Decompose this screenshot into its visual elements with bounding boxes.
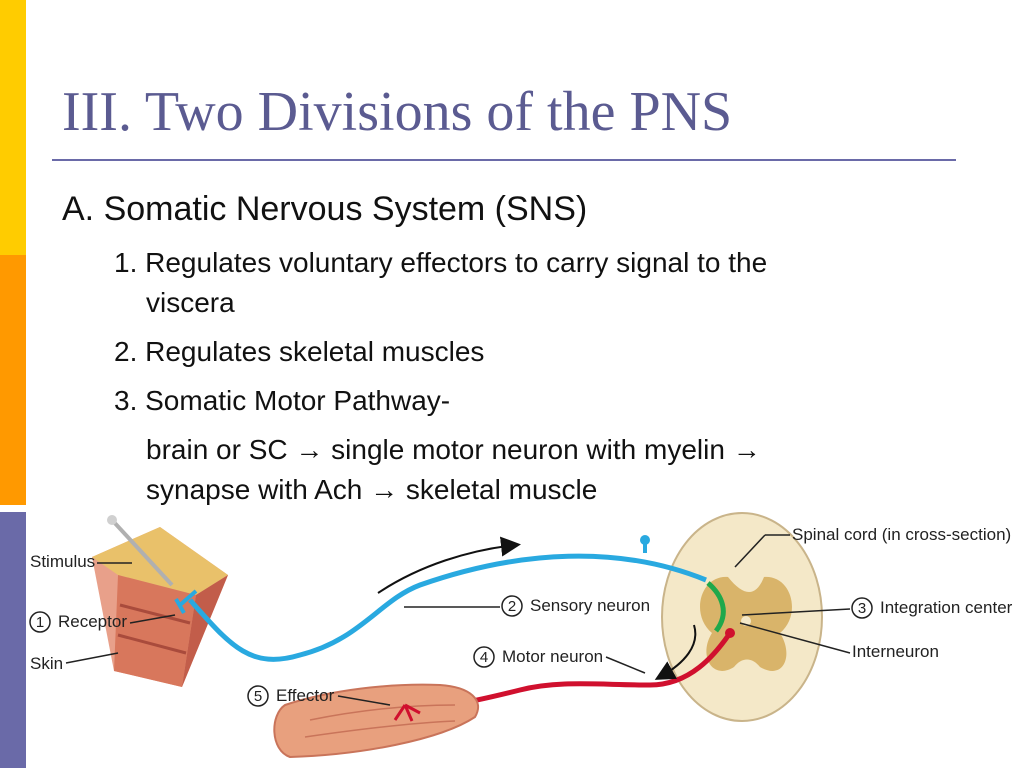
number-integration: 3 [858, 600, 866, 617]
heading-somatic: A. Somatic Nervous System (SNS) [62, 190, 588, 228]
label-receptor: Receptor [58, 612, 127, 631]
accent-bar-purple [0, 512, 26, 768]
label-motor-neuron: Motor neuron [502, 647, 603, 666]
number-circle-motor [473, 646, 495, 668]
receptor-endings [174, 589, 198, 614]
number-effector: 5 [254, 688, 262, 705]
interneuron-path [706, 581, 726, 633]
label-sensory-neuron: Sensory neuron [530, 596, 650, 615]
number-circle-effector [247, 685, 269, 707]
sensory-cell-body [640, 535, 650, 545]
number-sensory: 2 [508, 598, 516, 615]
skin-block [92, 527, 228, 687]
sensory-neuron-path [188, 553, 707, 662]
stimulus-pin-head [107, 515, 117, 525]
leader-lines [65, 534, 851, 706]
sensory-direction-arrow [377, 536, 521, 594]
spinal-cord-section [661, 512, 823, 722]
stimulus-pin [110, 518, 174, 587]
bullet-3: 3. Somatic Motor Pathway- [114, 385, 451, 416]
number-circle-receptor [29, 611, 51, 633]
bullet-2: 2. Regulates skeletal muscles [114, 336, 485, 367]
slide-title: III. Two Divisions of the PNS [62, 81, 733, 143]
title-divider [52, 159, 956, 161]
neuromuscular-endings [393, 703, 421, 722]
accent-bar-yellow [0, 0, 26, 255]
reflex-arc-diagram: Stimulus 1 Receptor Skin 5 Effector 2 Se… [29, 512, 1013, 759]
bullet-1-cont: viscera [146, 287, 235, 318]
label-integration-center: Integration center [880, 598, 1013, 617]
label-interneuron: Interneuron [852, 642, 939, 661]
pathway-line-2: synapse with Ach → skeletal muscle [146, 474, 598, 505]
effector-muscle [273, 683, 480, 759]
label-stimulus: Stimulus [30, 552, 95, 571]
accent-bar-orange [0, 255, 26, 505]
number-circle-integration [851, 597, 873, 619]
label-effector: Effector [276, 686, 335, 705]
number-motor: 4 [480, 649, 488, 666]
pathway-line-1: brain or SC → single motor neuron with m… [146, 434, 761, 465]
motor-direction-arrow [654, 624, 697, 680]
bullet-1: 1. Regulates voluntary effectors to carr… [114, 247, 768, 278]
label-skin: Skin [30, 654, 63, 673]
motor-cell-body [725, 628, 735, 638]
label-spinal-cord: Spinal cord (in cross-section) [792, 525, 1011, 544]
number-circle-sensory [501, 595, 523, 617]
number-receptor: 1 [36, 614, 44, 631]
